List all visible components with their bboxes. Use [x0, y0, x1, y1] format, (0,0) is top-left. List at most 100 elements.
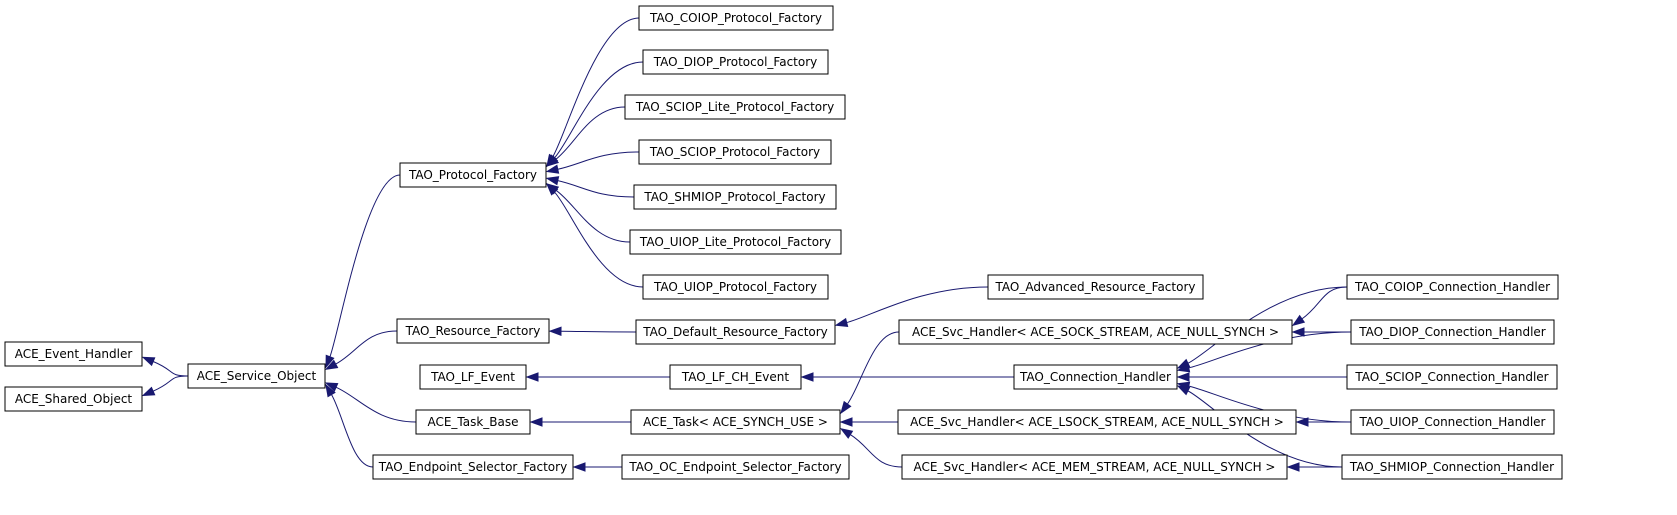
node-ace-service-object[interactable]: ACE_Service_Object: [187, 363, 326, 389]
node-tao-resource-factory[interactable]: TAO_Resource_Factory: [396, 318, 550, 344]
class-nodes: ACE_Event_Handler ACE_Shared_Object ACE_…: [4, 5, 1563, 480]
node-tao-uiop-protocol-factory[interactable]: TAO_UIOP_Protocol_Factory: [642, 274, 829, 300]
arrowhead: [1286, 462, 1300, 472]
edge-tao_uiop_connection_handler-to-svc_handler_lsock: [1295, 417, 1352, 427]
edge-line: [152, 375, 189, 392]
node-tao-sciop-connection-handler[interactable]: TAO_SCIOP_Connection_Handler: [1346, 364, 1558, 390]
edge-line: [152, 361, 189, 377]
arrowhead: [141, 356, 156, 367]
node-svc-handler-mem[interactable]: ACE_Svc_Handler< ACE_MEM_STREAM, ACE_NUL…: [901, 454, 1288, 480]
arrowhead: [1176, 372, 1190, 382]
node-label: TAO_SCIOP_Lite_Protocol_Factory: [635, 100, 834, 114]
node-tao-lf-ch-event[interactable]: TAO_LF_CH_Event: [669, 364, 802, 390]
node-label: TAO_DIOP_Connection_Handler: [1358, 325, 1546, 339]
edge-line: [552, 17, 640, 157]
edge-line: [846, 286, 989, 324]
edge-line: [335, 330, 398, 365]
node-svc-handler-sock[interactable]: ACE_Svc_Handler< ACE_SOCK_STREAM, ACE_NU…: [898, 319, 1293, 345]
arrowhead: [545, 176, 560, 186]
edge-line: [557, 180, 635, 198]
node-tao-lf-event[interactable]: TAO_LF_Event: [419, 364, 527, 390]
edge-ace_service_object-to-ace_event_handler: [141, 356, 189, 377]
node-label: ACE_Svc_Handler< ACE_LSOCK_STREAM, ACE_N…: [910, 415, 1284, 429]
arrowhead: [1291, 314, 1306, 327]
node-tao-sciop-lite-protocol-factory[interactable]: TAO_SCIOP_Lite_Protocol_Factory: [624, 94, 846, 120]
edge-ace_task_base-to-ace_service_object: [324, 382, 417, 423]
node-label: TAO_UIOP_Connection_Handler: [1359, 415, 1546, 429]
edge-tao_coiop_protocol_factory-to-tao_protocol_factory: [546, 17, 640, 168]
arrowhead: [324, 359, 339, 370]
node-label: TAO_Endpoint_Selector_Factory: [378, 460, 567, 474]
edge-svc_handler_lsock-to-ace_task_synch_use: [839, 417, 899, 427]
node-tao-oc-endpoint-selector-factory[interactable]: TAO_OC_Endpoint_Selector_Factory: [621, 454, 850, 480]
arrowhead: [545, 164, 560, 174]
edge-line: [554, 191, 644, 288]
node-label: TAO_SHMIOP_Protocol_Factory: [643, 190, 825, 204]
node-ace-task-base[interactable]: ACE_Task_Base: [415, 409, 531, 435]
node-tao-advanced-resource-factory[interactable]: TAO_Advanced_Resource_Factory: [987, 274, 1204, 300]
node-label: TAO_LF_Event: [430, 370, 515, 384]
arrowhead: [839, 427, 854, 439]
node-tao-shmiop-protocol-factory[interactable]: TAO_SHMIOP_Protocol_Factory: [633, 184, 837, 210]
edge-tao_default_resource_factory-to-tao_resource_factory: [548, 326, 637, 336]
edge-tao_endpoint_selector_factory-to-ace_service_object: [325, 383, 374, 468]
node-tao-uiop-connection-handler[interactable]: TAO_UIOP_Connection_Handler: [1350, 409, 1555, 435]
edge-tao_uiop_protocol_factory-to-tao_protocol_factory: [546, 182, 644, 288]
arrowhead: [525, 372, 539, 382]
edge-ace_service_object-to-ace_shared_object: [141, 375, 189, 397]
arrowhead: [325, 354, 335, 369]
node-tao-diop-protocol-factory[interactable]: TAO_DIOP_Protocol_Factory: [642, 49, 829, 75]
node-tao-connection-handler[interactable]: TAO_Connection_Handler: [1013, 364, 1178, 390]
edge-line: [555, 189, 631, 243]
node-label: TAO_SHMIOP_Connection_Handler: [1349, 460, 1554, 474]
node-tao-uiop-lite-protocol-factory[interactable]: TAO_UIOP_Lite_Protocol_Factory: [629, 229, 842, 255]
edge-tao_shmiop_connection_handler-to-svc_handler_mem: [1286, 462, 1343, 472]
node-label: ACE_Event_Handler: [15, 347, 133, 361]
node-label: ACE_Svc_Handler< ACE_SOCK_STREAM, ACE_NU…: [912, 325, 1279, 339]
edge-line: [850, 434, 903, 468]
edge-tao_lf_ch_event-to-tao_lf_event: [525, 372, 670, 382]
node-tao-coiop-connection-handler[interactable]: TAO_COIOP_Connection_Handler: [1346, 274, 1559, 300]
node-tao-sciop-protocol-factory[interactable]: TAO_SCIOP_Protocol_Factory: [638, 139, 832, 165]
node-svc-handler-lsock[interactable]: ACE_Svc_Handler< ACE_LSOCK_STREAM, ACE_N…: [897, 409, 1297, 435]
edge-ace_task_synch_use-to-ace_task_base: [529, 417, 632, 427]
edge-svc_handler_sock-to-ace_task_synch_use: [840, 331, 900, 415]
node-tao-default-resource-factory[interactable]: TAO_Default_Resource_Factory: [635, 319, 836, 345]
edge-line: [1188, 385, 1352, 423]
edge-tao_sciop_connection_handler-to-tao_connection_handler: [1176, 372, 1347, 382]
edge-tao_uiop_lite_protocol_factory-to-tao_protocol_factory: [545, 183, 631, 243]
node-label: TAO_LF_CH_Event: [681, 370, 790, 384]
node-ace-shared-object[interactable]: ACE_Shared_Object: [4, 386, 143, 412]
arrowhead: [325, 383, 336, 398]
edge-tao_coiop_connection_handler-to-svc_handler_sock: [1291, 286, 1348, 327]
node-label: TAO_OC_Endpoint_Selector_Factory: [628, 460, 841, 474]
edge-tao_shmiop_protocol_factory-to-tao_protocol_factory: [545, 176, 635, 198]
node-tao-shmiop-connection-handler[interactable]: TAO_SHMIOP_Connection_Handler: [1341, 454, 1563, 480]
node-ace-task-synch-use[interactable]: ACE_Task< ACE_SYNCH_USE >: [630, 409, 841, 435]
node-label: TAO_Advanced_Resource_Factory: [995, 280, 1196, 294]
arrowhead: [1291, 327, 1305, 337]
node-ace-event-handler[interactable]: ACE_Event_Handler: [4, 341, 143, 367]
edge-tao_advanced_resource_factory-to-tao_default_resource_factory: [834, 286, 989, 328]
arrowhead: [548, 326, 562, 336]
edge-tao_protocol_factory-to-ace_service_object: [325, 174, 401, 369]
edge-line: [1301, 286, 1348, 320]
node-label: TAO_Protocol_Factory: [408, 168, 537, 182]
node-label: ACE_Shared_Object: [15, 392, 133, 406]
node-tao-diop-connection-handler[interactable]: TAO_DIOP_Connection_Handler: [1350, 319, 1555, 345]
edge-line: [846, 331, 900, 405]
node-tao-coiop-protocol-factory[interactable]: TAO_COIOP_Protocol_Factory: [638, 5, 834, 31]
arrowhead: [141, 386, 156, 397]
node-tao-protocol-factory[interactable]: TAO_Protocol_Factory: [399, 162, 547, 188]
arrowhead: [1176, 363, 1191, 373]
arrowhead: [529, 417, 543, 427]
edge-tao_diop_connection_handler-to-tao_connection_handler: [1176, 331, 1352, 373]
arrowhead: [1295, 417, 1309, 427]
edge-tao_sciop_lite_protocol_factory-to-tao_protocol_factory: [545, 106, 626, 167]
edge-line: [1188, 331, 1352, 369]
node-tao-endpoint-selector-factory[interactable]: TAO_Endpoint_Selector_Factory: [372, 454, 574, 480]
edge-tao_oc_endpoint_selector_factory-to-tao_endpoint_selector_factory: [572, 462, 623, 472]
node-label: ACE_Task< ACE_SYNCH_USE >: [643, 415, 828, 429]
arrowhead: [324, 382, 339, 392]
edge-line: [554, 61, 644, 159]
